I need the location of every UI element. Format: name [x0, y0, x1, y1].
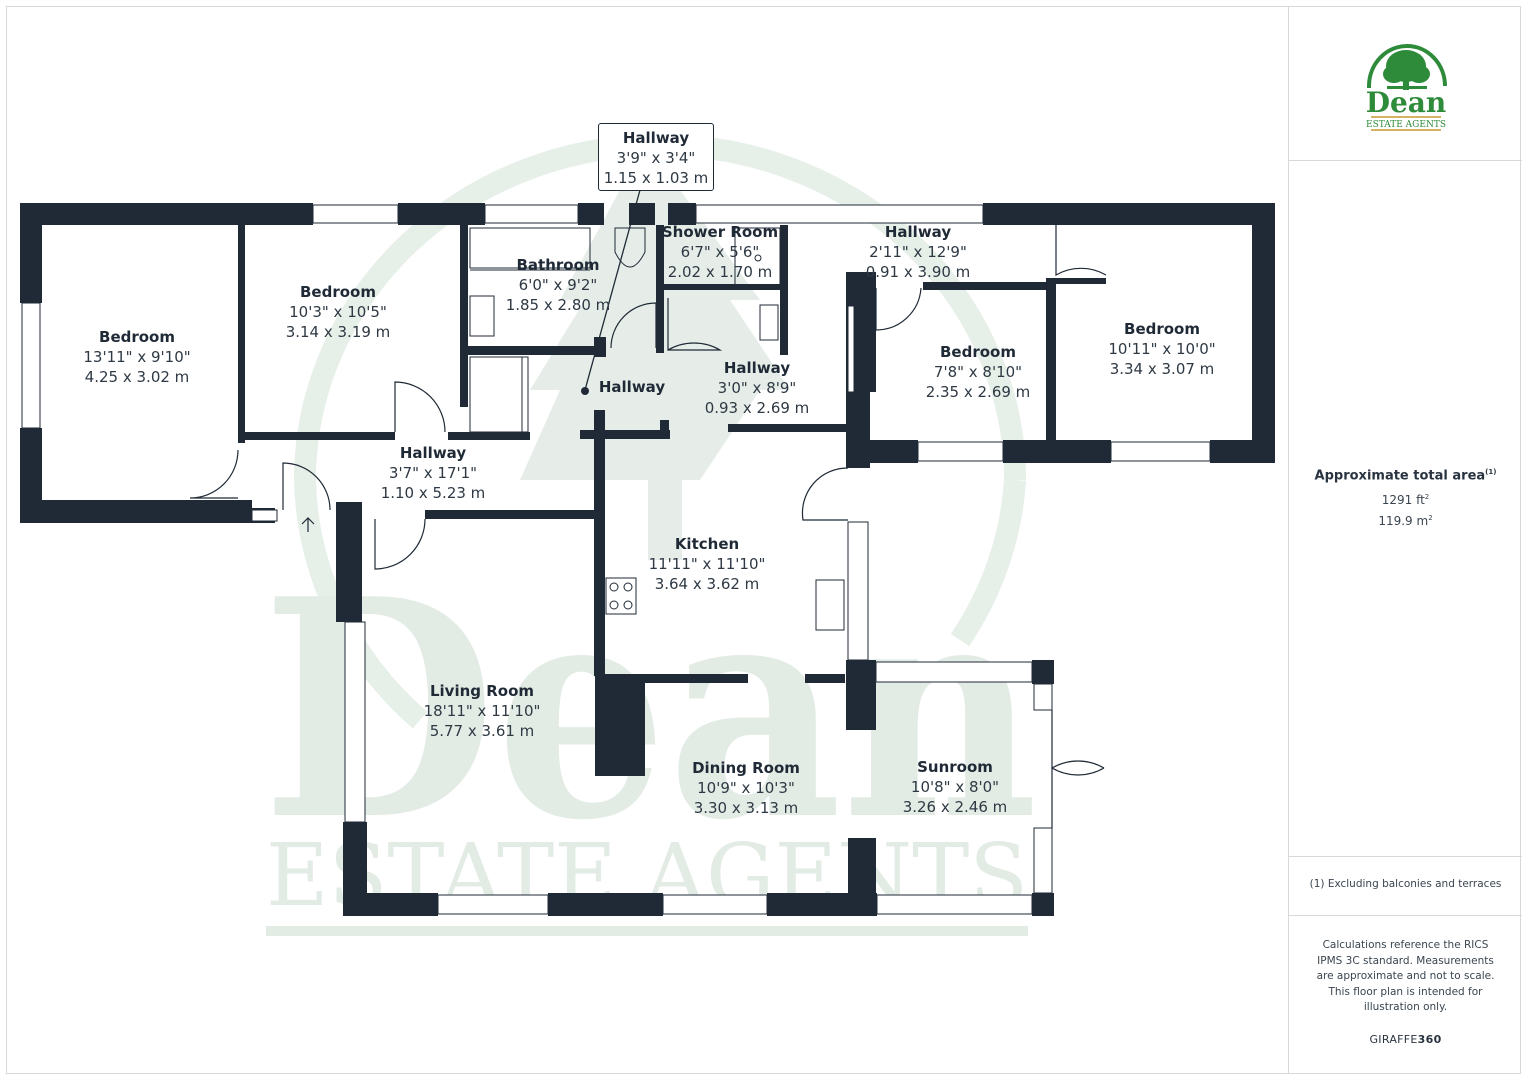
room-imperial: 10'9" x 10'3" — [697, 779, 795, 797]
room-name: Bathroom — [516, 256, 600, 274]
credit: GIRAFFE360 — [1369, 1033, 1442, 1046]
doors — [189, 225, 1107, 828]
windows — [21, 204, 1211, 915]
room-label-bedroom-west: Bedroom 13'11" x 9'10" 4.25 x 3.02 m — [83, 327, 190, 387]
callout-pointer — [581, 189, 641, 395]
room-metric: 3.34 x 3.07 m — [1109, 360, 1215, 378]
room-imperial: 7'8" x 8'10" — [933, 363, 1023, 381]
room-name: Kitchen — [674, 535, 740, 553]
area-imperial: 1291 ft2 — [1381, 493, 1430, 507]
callout-imperial: 3'9" x 3'4" — [616, 149, 696, 167]
room-metric: 3.26 x 2.46 m — [902, 798, 1008, 816]
room-metric: 1.10 x 5.23 m — [380, 484, 486, 502]
room-metric: 3.14 x 3.19 m — [285, 323, 391, 341]
room-name: Bedroom — [940, 343, 1016, 361]
disclaimer: Calculations reference the RICS IPMS 3C … — [1316, 939, 1495, 1013]
divider — [1289, 160, 1522, 161]
room-name: Hallway — [399, 444, 467, 462]
shower-tray — [734, 227, 781, 287]
room-label-living-room: Living Room 18'11" x 11'10" 5.77 x 3.61 … — [424, 681, 541, 741]
room-name: Shower Room — [661, 223, 779, 241]
room-imperial: 3'7" x 17'1" — [388, 464, 478, 482]
tree-icon — [1383, 50, 1430, 90]
footnote: (1) Excluding balconies and terraces — [1309, 878, 1502, 890]
page-frame — [6, 6, 1521, 1074]
room-name: Hallway — [723, 359, 791, 377]
room-metric: 0.93 x 2.69 m — [704, 399, 810, 417]
room-metric: 3.30 x 3.13 m — [693, 799, 799, 817]
room-label-hallway-marker: Hallway — [599, 377, 665, 397]
callout-metric: 1.15 x 1.03 m — [603, 169, 709, 187]
room-label-shower-room: Shower Room 6'7" x 5'6" 2.02 x 1.70 m — [662, 222, 778, 282]
room-imperial: 11'11" x 11'10" — [648, 555, 766, 573]
room-label-kitchen: Kitchen 11'11" x 11'10" 3.64 x 3.62 m — [649, 534, 766, 594]
divider — [1289, 915, 1522, 916]
hob — [605, 577, 637, 615]
room-name: Hallway — [598, 378, 666, 396]
walls — [20, 203, 1275, 916]
room-metric: 1.85 x 2.80 m — [505, 296, 611, 314]
room-label-bathroom: Bathroom 6'0" x 9'2" 1.85 x 2.80 m — [506, 255, 611, 315]
toilet — [614, 227, 646, 268]
kitchen-sink — [815, 579, 845, 631]
room-label-hallway-main: Hallway 3'7" x 17'1" 1.10 x 5.23 m — [381, 443, 486, 503]
brand-name: Dean — [1366, 86, 1447, 119]
room-label-bedroom-2: Bedroom 10'3" x 10'5" 3.14 x 3.19 m — [286, 282, 391, 342]
room-imperial: 3'0" x 8'9" — [717, 379, 797, 397]
room-metric: 3.64 x 3.62 m — [654, 575, 760, 593]
area-title: Approximate total area(1) — [1314, 468, 1497, 484]
room-label-bedroom-east: Bedroom 10'11" x 10'0" 3.34 x 3.07 m — [1108, 319, 1215, 379]
room-metric: 5.77 x 3.61 m — [429, 722, 535, 740]
area-metric: 119.9 m2 — [1378, 514, 1433, 528]
floor-plan: Dean ESTATE AGENTS — [20, 134, 1275, 936]
room-name: Hallway — [884, 223, 952, 241]
room-imperial: 10'3" x 10'5" — [289, 303, 387, 321]
room-name: Bedroom — [1124, 320, 1200, 338]
room-imperial: 18'11" x 11'10" — [423, 702, 541, 720]
brand-tagline: ESTATE AGENTS — [1366, 120, 1446, 130]
bathtub — [469, 227, 591, 269]
room-metric: 0.91 x 3.90 m — [865, 263, 971, 281]
room-imperial: 2'11" x 12'9" — [869, 243, 967, 261]
room-imperial: 6'0" x 9'2" — [518, 276, 598, 294]
room-imperial: 10'8" x 8'0" — [910, 778, 1000, 796]
room-metric: 4.25 x 3.02 m — [84, 368, 190, 386]
info-sidebar: Dean ESTATE AGENTS Approximate total are… — [1288, 6, 1522, 1074]
room-name: Bedroom — [300, 283, 376, 301]
room-name: Sunroom — [917, 758, 993, 776]
shower-sink — [759, 304, 779, 341]
room-metric: 2.35 x 2.69 m — [925, 383, 1031, 401]
room-label-hallway-east: Hallway 2'11" x 12'9" 0.91 x 3.90 m — [866, 222, 971, 282]
room-imperial: 10'11" x 10'0" — [1108, 340, 1216, 358]
room-label-hallway-middle: Hallway 3'0" x 8'9" 0.93 x 2.69 m — [705, 358, 810, 418]
room-imperial: 6'7" x 5'6" — [680, 243, 760, 261]
room-label-dining-room: Dining Room 10'9" x 10'3" 3.30 x 3.13 m — [692, 758, 800, 818]
bath-sink — [469, 295, 495, 337]
cupboard — [469, 356, 529, 433]
room-name: Living Room — [429, 682, 535, 700]
hallway-callout: Hallway 3'9" x 3'4" 1.15 x 1.03 m — [598, 123, 714, 191]
entrance-arrow-icon — [301, 517, 315, 532]
callout-name: Hallway — [622, 129, 690, 147]
watermark-tree-icon — [520, 190, 790, 560]
divider — [1289, 856, 1522, 857]
room-imperial: 13'11" x 9'10" — [83, 348, 191, 366]
room-name: Bedroom — [99, 328, 175, 346]
room-name: Dining Room — [692, 759, 800, 777]
watermark-name: Dean — [262, 533, 1038, 886]
room-metric: 2.02 x 1.70 m — [667, 263, 773, 281]
room-label-bedroom-small: Bedroom 7'8" x 8'10" 2.35 x 2.69 m — [926, 342, 1031, 402]
fixtures — [469, 227, 845, 631]
room-label-sunroom: Sunroom 10'8" x 8'0" 3.26 x 2.46 m — [903, 757, 1008, 817]
brand-logo: Dean ESTATE AGENTS — [1366, 44, 1447, 131]
